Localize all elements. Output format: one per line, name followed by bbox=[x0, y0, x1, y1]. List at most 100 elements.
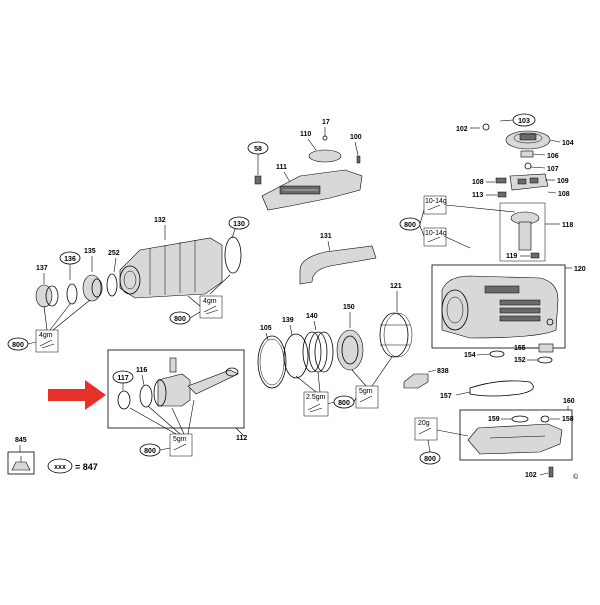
barrel-assembly: 132 130 4gm 800 bbox=[119, 216, 250, 325]
screw-102 bbox=[482, 123, 490, 131]
gear-cover-assembly: 103 102 104 106 107 108 109 113 108 bbox=[456, 113, 574, 199]
screw-102-bottom bbox=[548, 466, 554, 478]
label-137: 137 bbox=[36, 265, 48, 272]
oring-105 bbox=[257, 335, 287, 389]
legend-xxx-oval bbox=[47, 458, 73, 474]
label-154: 154 bbox=[464, 352, 476, 359]
label-845: 845 bbox=[15, 437, 27, 444]
motor-housing-120 bbox=[441, 275, 559, 339]
label-102-bottom: 102 bbox=[525, 472, 537, 479]
ring-116 bbox=[139, 384, 153, 408]
ring-136 bbox=[66, 283, 78, 305]
grease-10-14-b-text: 10-14g bbox=[425, 230, 447, 237]
grease-5gm-rings-text: 5gm bbox=[359, 388, 373, 395]
grease-2-5gm-text: 2.5gm bbox=[306, 394, 326, 401]
label-131: 131 bbox=[320, 233, 332, 240]
label-152: 152 bbox=[514, 357, 526, 364]
oval-800-rings-text: 800 bbox=[338, 400, 350, 407]
label-838: 838 bbox=[437, 368, 449, 375]
grease-4gm-barrel-text: 4gm bbox=[203, 298, 217, 305]
label-157: 157 bbox=[440, 393, 452, 400]
box-120 bbox=[431, 264, 566, 349]
piston-assembly: 112 117 116 5gm 800 bbox=[107, 349, 247, 457]
label-116: 116 bbox=[136, 367, 147, 374]
grease-4gm-front-text: 4gm bbox=[39, 332, 53, 339]
grease-20g-text: 20g bbox=[418, 420, 430, 427]
box-160 bbox=[459, 409, 573, 461]
grease-5gm-piston-text: 5gm bbox=[173, 436, 187, 443]
oval-800-piston-text: 800 bbox=[144, 448, 156, 455]
part-158 bbox=[540, 415, 550, 423]
oval-136-text: 136 bbox=[64, 256, 76, 263]
pin-113 bbox=[497, 191, 507, 198]
oval-103-text: 103 bbox=[518, 118, 530, 125]
label-155: 155 bbox=[514, 345, 526, 352]
grease-tag-5gm-rings bbox=[355, 385, 379, 409]
ring-group: 105 139 140 150 121 2.5gm 800 5gm bbox=[257, 283, 413, 417]
label-109: 109 bbox=[557, 178, 569, 185]
label-110: 110 bbox=[300, 131, 311, 138]
oval-130[interactable] bbox=[228, 216, 250, 230]
front-parts: 137 136 135 252 4gm 800 bbox=[7, 248, 120, 353]
pin-100 bbox=[356, 155, 361, 164]
label-106: 106 bbox=[547, 153, 559, 160]
label-100: 100 bbox=[350, 134, 362, 141]
clamp-131-shape bbox=[299, 245, 377, 285]
cable-and-gasket: 838 157 bbox=[403, 368, 534, 400]
label-105: 105 bbox=[260, 325, 272, 332]
grease-tag-20g bbox=[414, 417, 438, 441]
label-118: 118 bbox=[562, 222, 573, 229]
spring-108 bbox=[495, 177, 507, 184]
label-108-b: 108 bbox=[558, 191, 570, 198]
label-113: 113 bbox=[472, 192, 483, 199]
ring-139 bbox=[283, 333, 309, 379]
grease-tag-4gm-barrel bbox=[199, 295, 223, 319]
washer-252 bbox=[106, 273, 118, 297]
oval-800-motor-text: 800 bbox=[404, 222, 416, 229]
bearing-150 bbox=[336, 329, 364, 371]
oval-58-text: 58 bbox=[254, 146, 262, 153]
motor-housing-assembly: 800 10-14g 10-14g 118 119 120 154 bbox=[399, 195, 586, 364]
wrist-pin bbox=[169, 357, 177, 373]
oval-800-barrel-text: 800 bbox=[174, 316, 186, 323]
label-102-top: 102 bbox=[456, 126, 468, 133]
legend-key-text: xxx bbox=[54, 464, 66, 471]
label-121: 121 bbox=[390, 283, 402, 290]
label-140: 140 bbox=[306, 313, 318, 320]
bottom-cover-160 bbox=[467, 423, 563, 455]
ring-117 bbox=[117, 390, 131, 410]
label-252: 252 bbox=[108, 250, 120, 257]
bearing-106 bbox=[520, 150, 534, 158]
clamp-131: 131 bbox=[299, 233, 377, 285]
screw-58 bbox=[254, 175, 262, 185]
top-handle-assembly: 110 17 100 58 111 bbox=[247, 119, 363, 211]
highlight-arrow bbox=[48, 380, 106, 410]
oval-117-text: 117 bbox=[117, 375, 128, 382]
oring-130 bbox=[224, 236, 242, 274]
label-111: 111 bbox=[276, 164, 287, 171]
legend-area: 845 xxx = 847 bbox=[7, 437, 98, 475]
part-119 bbox=[530, 252, 540, 259]
part-154 bbox=[489, 350, 505, 358]
gear-block-109 bbox=[509, 173, 549, 191]
label-160: 160 bbox=[563, 398, 575, 405]
label-132: 132 bbox=[154, 217, 166, 224]
oval-800-front-text: 800 bbox=[12, 342, 24, 349]
conrod bbox=[187, 369, 239, 395]
label-120: 120 bbox=[574, 266, 586, 273]
grease-tag-5gm-piston bbox=[169, 433, 193, 457]
box-112 bbox=[107, 349, 245, 429]
label-104: 104 bbox=[562, 140, 574, 147]
bearing-155 bbox=[538, 343, 554, 353]
oval-130-text: 130 bbox=[233, 221, 245, 228]
label-135: 135 bbox=[84, 248, 96, 255]
tool-845 bbox=[7, 451, 35, 475]
part-107 bbox=[524, 162, 532, 170]
oval-800-bottom-text: 800 bbox=[424, 456, 436, 463]
legend-eq-text: = 847 bbox=[75, 462, 98, 472]
bottom-cover-assembly: 160 159 158 20g 800 102 © bbox=[414, 398, 579, 481]
label-112: 112 bbox=[236, 435, 247, 442]
copyright-mark: © bbox=[573, 473, 579, 481]
piston bbox=[157, 373, 191, 407]
